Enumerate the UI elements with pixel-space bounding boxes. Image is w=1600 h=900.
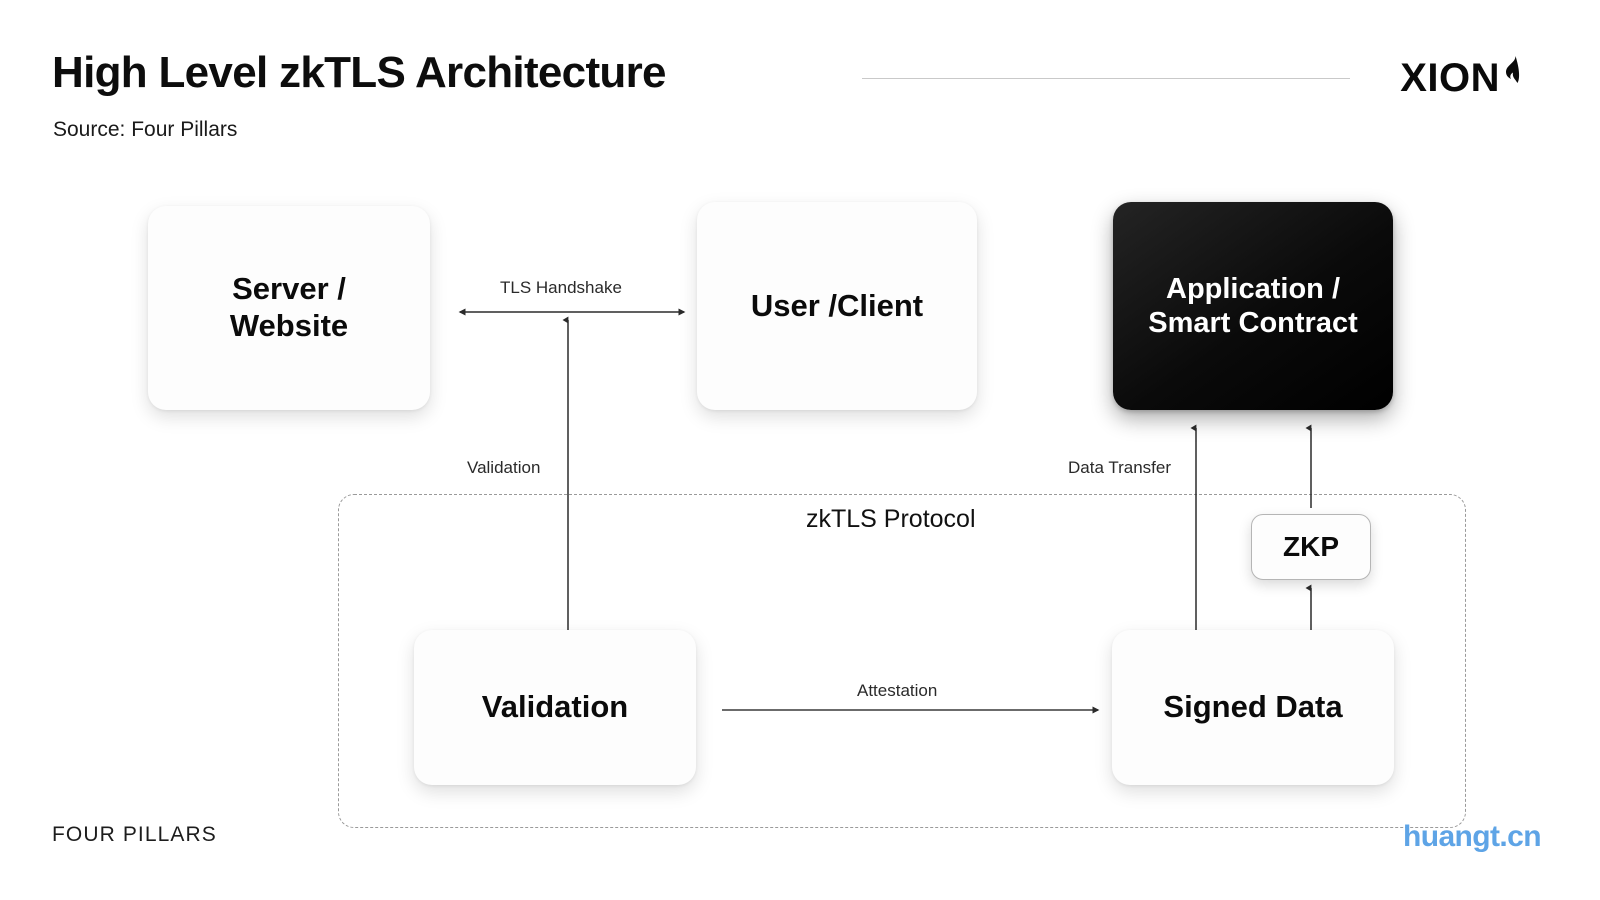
node-label: Validation (481, 689, 629, 725)
node-label: ZKP (1283, 531, 1339, 563)
flame-icon (1502, 55, 1522, 98)
node-label-line2: Website (229, 308, 349, 343)
node-label: Server / Website (230, 271, 348, 344)
node-user-client[interactable]: User /Client (697, 202, 977, 410)
source-attribution: Source: Four Pillars (53, 118, 238, 141)
page-title: High Level zkTLS Architecture (52, 48, 666, 97)
footer-brand: FOUR PILLARS (52, 823, 217, 846)
edge-label-validation: Validation (467, 458, 541, 477)
title-divider (862, 78, 1350, 79)
node-server-website[interactable]: Server / Website (148, 206, 430, 410)
node-label-line2: Smart Contract (1148, 307, 1358, 339)
node-label: Signed Data (1163, 689, 1343, 725)
zktls-protocol-label: zkTLS Protocol (806, 505, 976, 533)
zktls-protocol-region (338, 494, 1466, 828)
node-application-smart-contract[interactable]: Application / Smart Contract (1113, 202, 1393, 410)
edge-label-attestation: Attestation (857, 681, 938, 700)
node-label: Application / Smart Contract (1148, 272, 1358, 340)
node-zkp[interactable]: ZKP (1251, 514, 1371, 580)
node-validation[interactable]: Validation (414, 630, 696, 785)
xion-logo: XION (1400, 55, 1522, 100)
edge-label-tls-handshake: TLS Handshake (500, 278, 622, 297)
edge-label-data-transfer: Data Transfer (1068, 458, 1171, 477)
watermark: huangt.cn (1403, 820, 1542, 853)
node-label-line1: Application / (1166, 272, 1340, 305)
node-label-line1: Server / (232, 271, 346, 307)
xion-wordmark: XION (1400, 56, 1500, 100)
node-signed-data[interactable]: Signed Data (1112, 630, 1394, 785)
node-label: User /Client (750, 287, 924, 323)
